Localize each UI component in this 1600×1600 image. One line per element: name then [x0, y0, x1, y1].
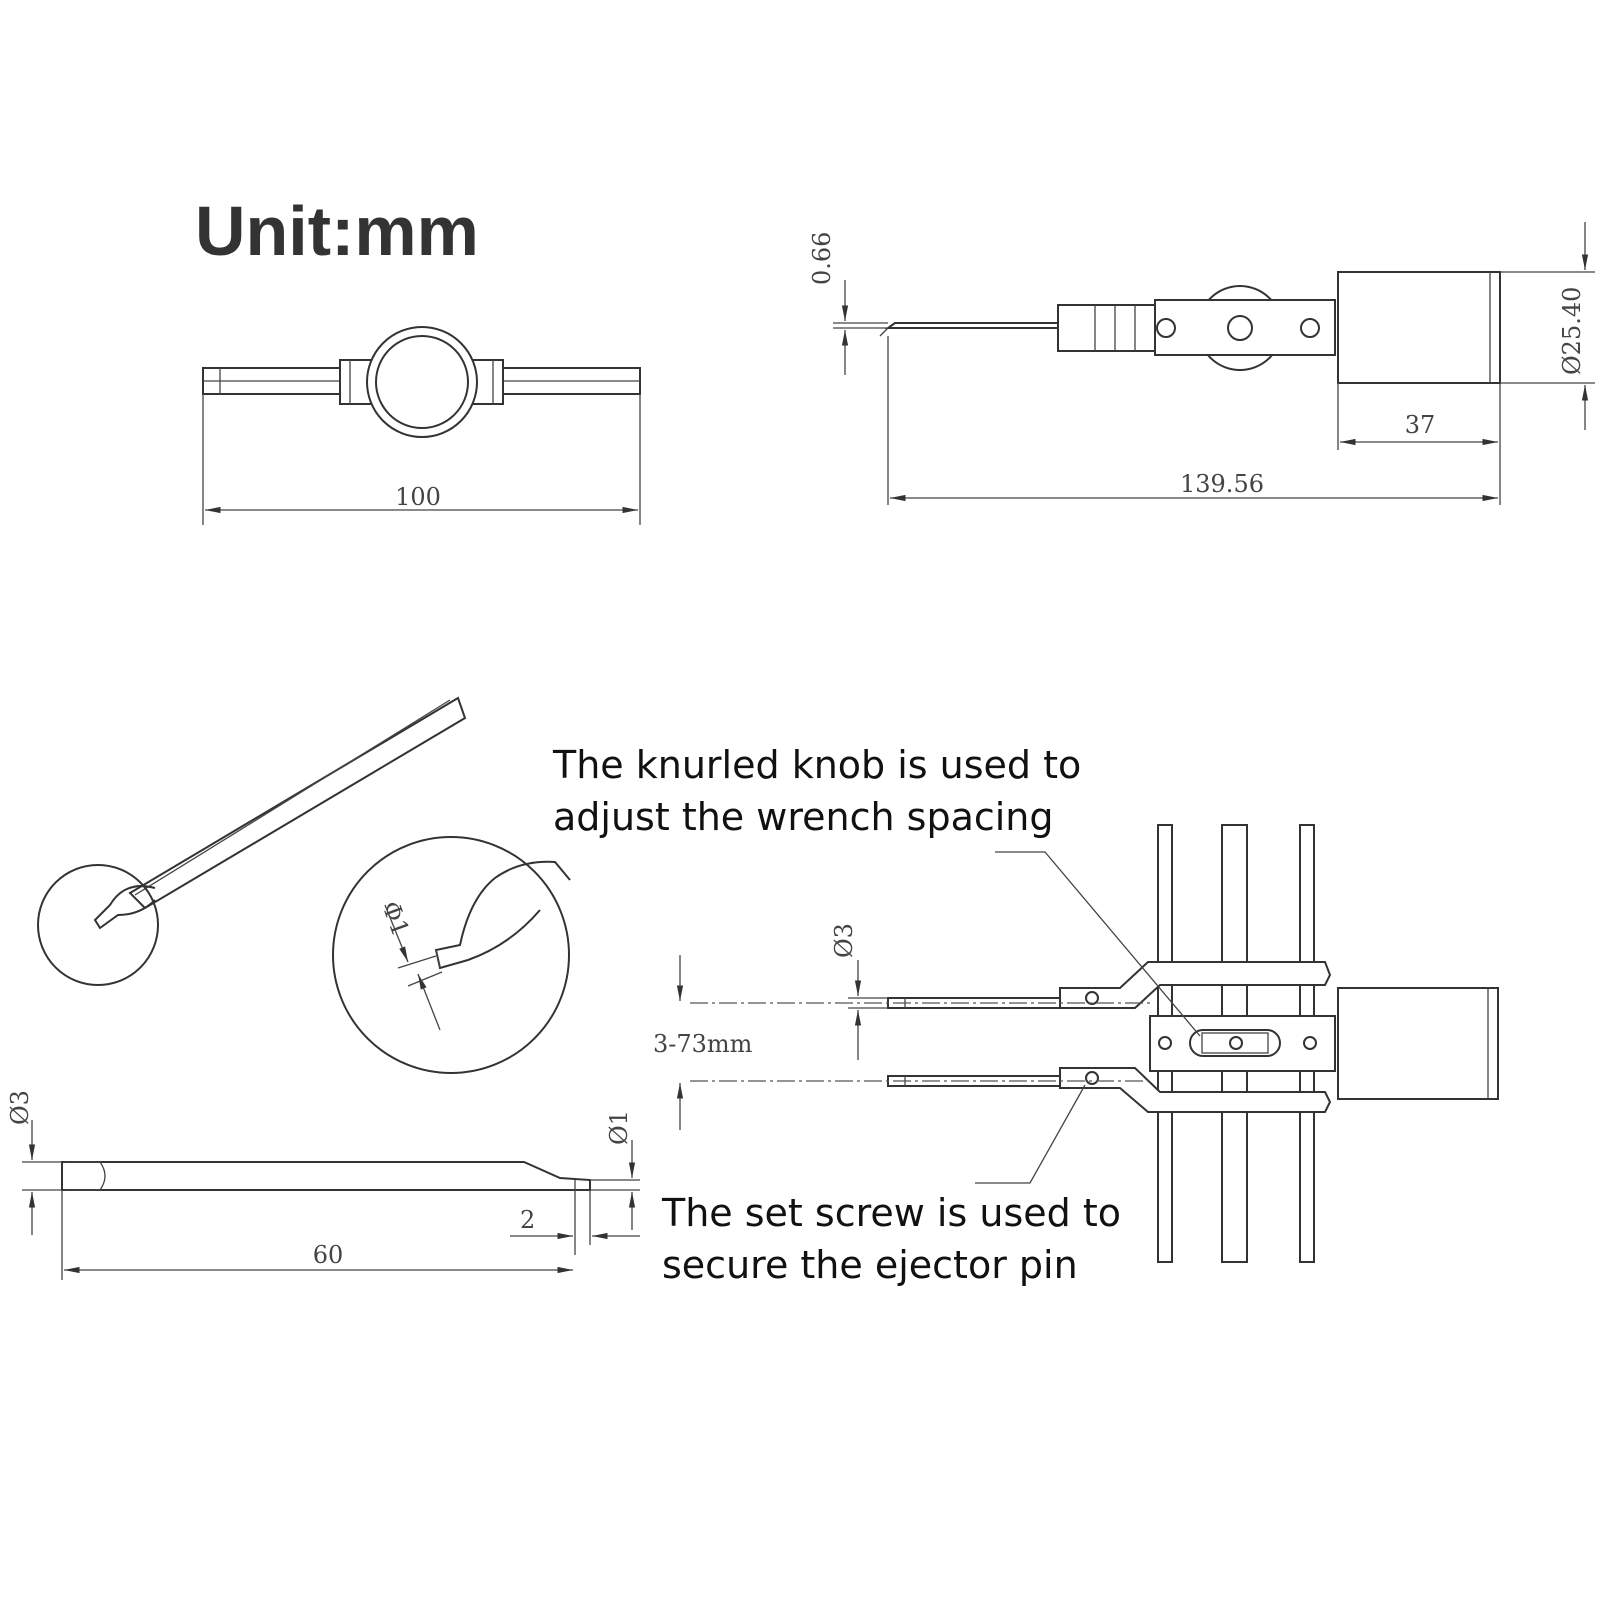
dim-ejector-diameter: Ø3 [830, 923, 858, 958]
unit-title: Unit:mm [195, 192, 479, 270]
dim-pin-detail-diameter: Φ1 [376, 897, 414, 939]
pin-tip-detail: Φ1 [332, 836, 571, 1074]
tool-side-view: 0.66 Ø25.40 37 139.56 [808, 222, 1595, 505]
knob-annotation-line-1: The knurled knob is used to [552, 743, 1081, 787]
knob-leader-line [995, 851, 1201, 1037]
dim-pin-length: 60 [313, 1241, 344, 1269]
dim-pin-tip-length: 2 [520, 1206, 535, 1234]
dim-wrench-length: 100 [395, 483, 441, 511]
dim-pin-tip-diameter: Ø1 [605, 1110, 633, 1145]
pin-perspective-view [37, 696, 467, 986]
screw-annotation-line-2: secure the ejector pin [662, 1243, 1078, 1287]
screw-leader-line [975, 1084, 1086, 1184]
dim-pin-shank-diameter: Ø3 [6, 1090, 34, 1125]
dim-spacing-range: 3-73mm [653, 1030, 753, 1058]
assembly-top-view: Ø3 3-73mm [653, 824, 1499, 1263]
ejector-pin-side-view: Ø3 Ø1 2 60 [6, 1090, 640, 1280]
dim-pin-diameter-top: 0.66 [808, 232, 836, 285]
wrench-top-view: 100 [202, 326, 641, 525]
dim-knob-length: 37 [1405, 411, 1436, 439]
dim-body-diameter: Ø25.40 [1558, 287, 1586, 375]
dim-total-length: 139.56 [1180, 470, 1264, 498]
screw-annotation-line-1: The set screw is used to [661, 1191, 1121, 1235]
knob-annotation-line-2: adjust the wrench spacing [553, 795, 1054, 839]
